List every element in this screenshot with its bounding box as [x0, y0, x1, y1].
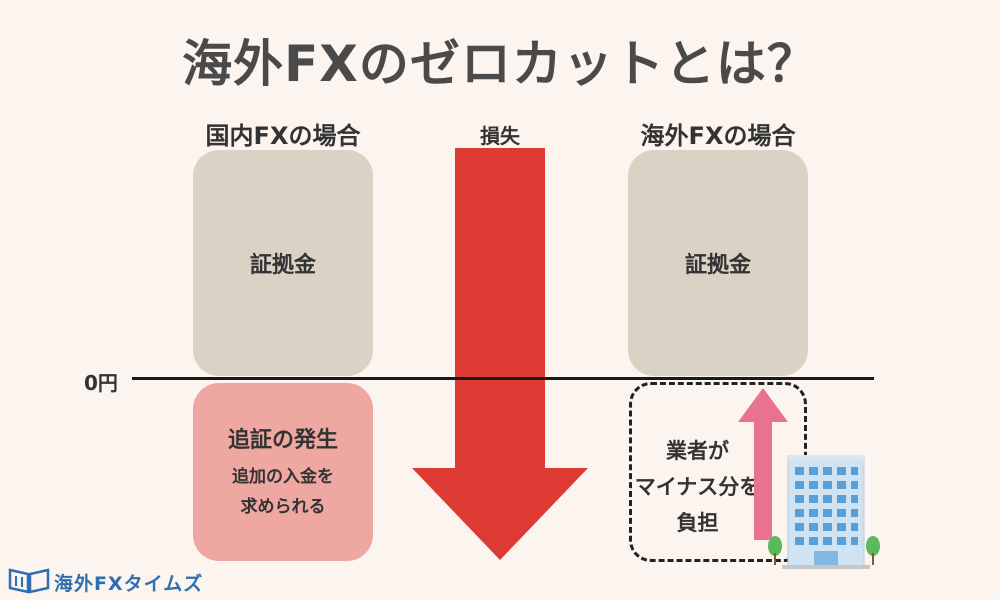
site-logo-text[interactable]: 海外FXタイムズ [54, 573, 204, 595]
overseas-margin-label: 証拠金 [684, 253, 751, 278]
loss-label: 損失 [480, 124, 520, 148]
domestic-margin-label: 証拠金 [249, 253, 316, 278]
broker-line3: 負担 [676, 511, 719, 535]
tree-icon [768, 536, 782, 565]
margin-call-line2: 求められる [240, 497, 326, 517]
margin-call-line1: 追加の入金を [232, 467, 334, 487]
down-arrow-icon [412, 148, 588, 560]
tree-icon [866, 536, 880, 565]
overseas-margin-box: 証拠金 [628, 150, 808, 376]
broker-line1: 業者が [666, 439, 729, 463]
zero-yen-label: 0円 [84, 371, 118, 395]
margin-call-title: 追証の発生 [227, 428, 338, 453]
overseas-heading: 海外FXの場合 [640, 122, 796, 150]
page-title: 海外FXのゼロカットとは？ [182, 35, 818, 93]
domestic-margin-box: 証拠金 [193, 150, 373, 376]
domestic-heading: 国内FXの場合 [205, 122, 361, 150]
book-logo-icon [8, 568, 50, 594]
up-arrow-icon [738, 388, 788, 540]
building-icon [782, 455, 870, 569]
broker-line2: マイナス分を [634, 475, 761, 499]
broker-coverage-text: 業者が マイナス分を 負担 [630, 433, 765, 541]
margin-call-box: 追証の発生 追加の入金を 求められる [193, 383, 373, 561]
zero-baseline [132, 377, 874, 380]
